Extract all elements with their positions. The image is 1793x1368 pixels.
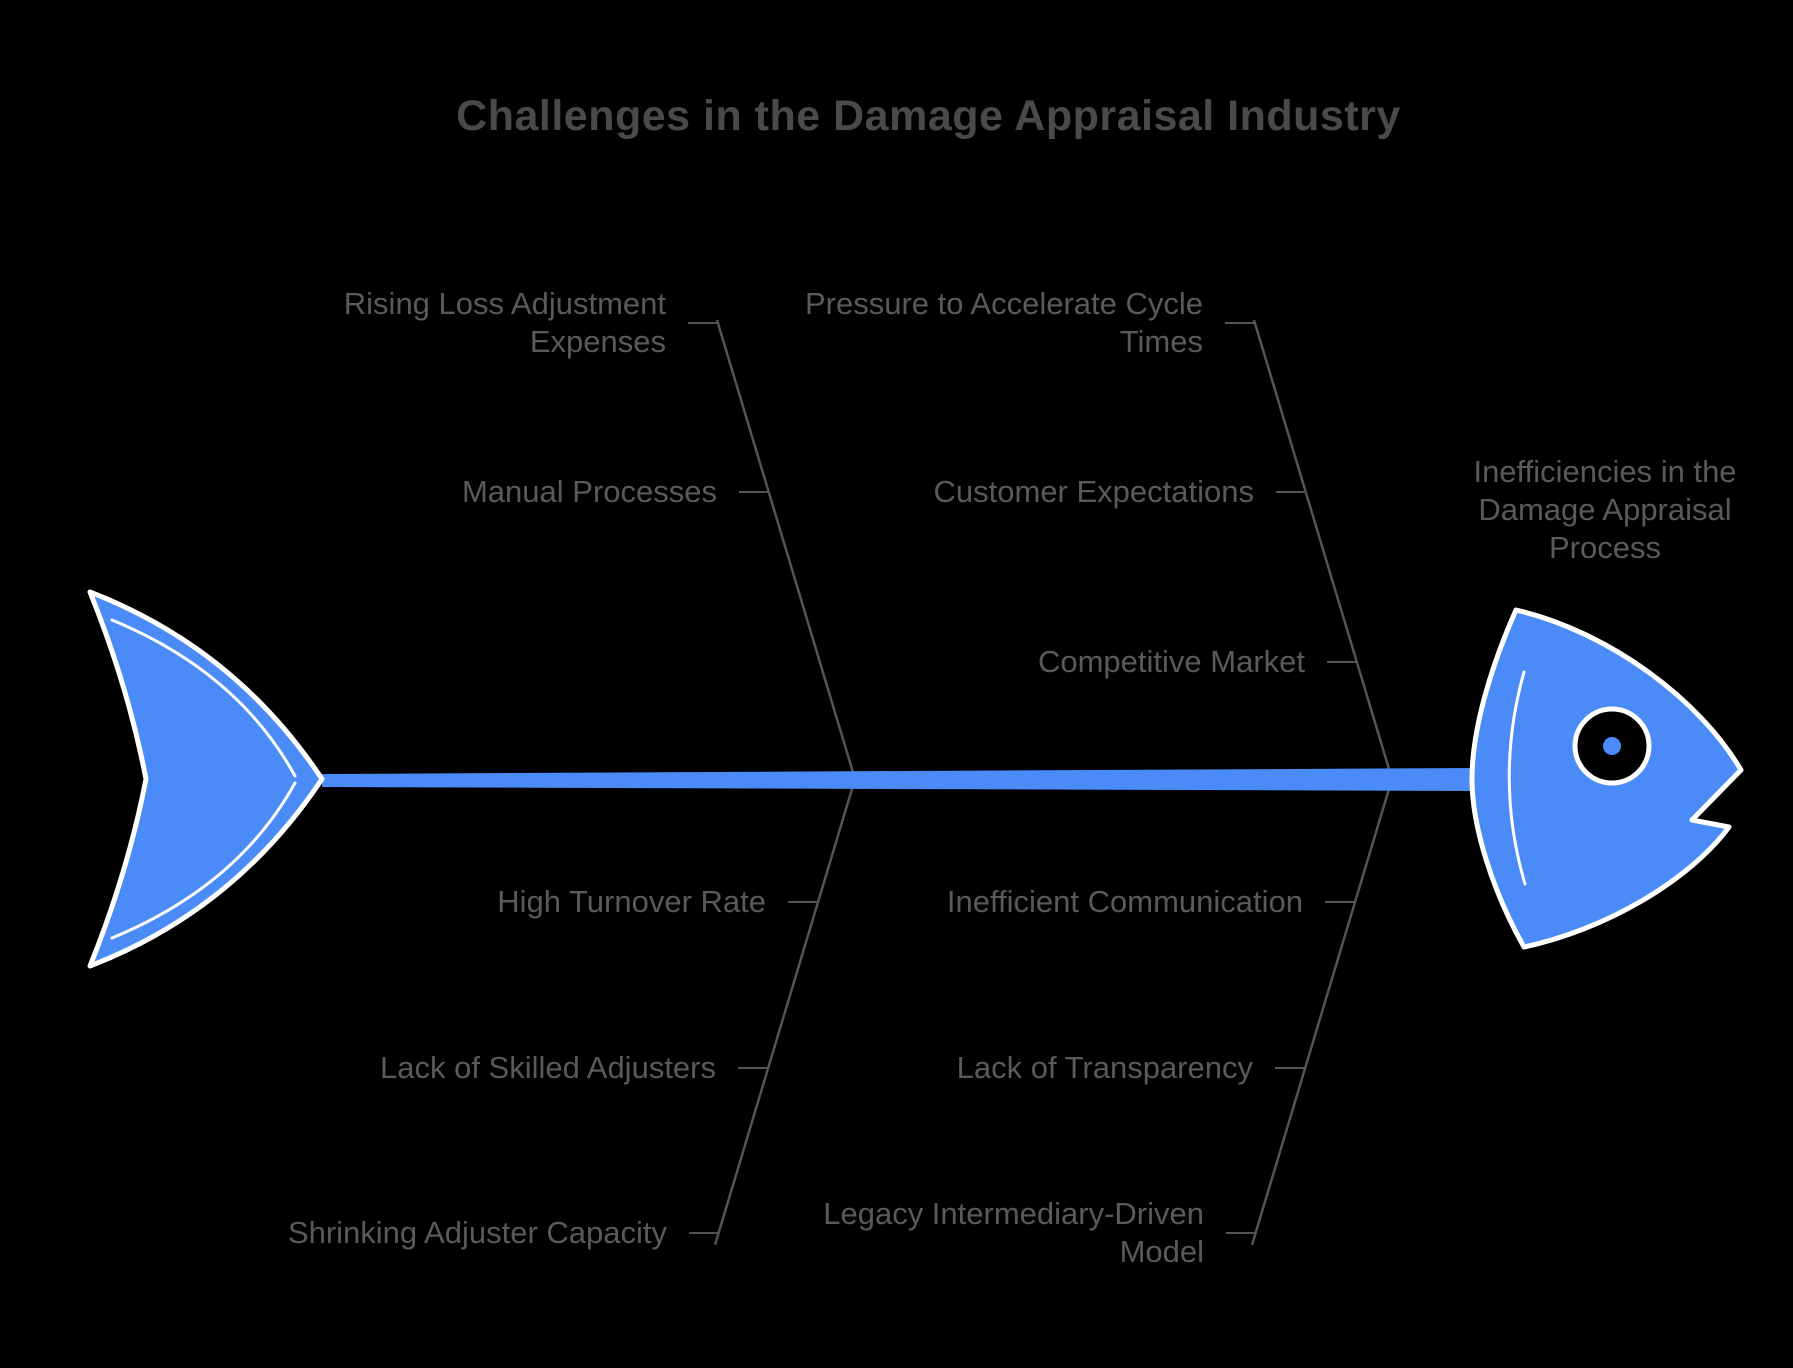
cause-manual-processes: Manual Processes bbox=[461, 474, 717, 509]
rib-bottom-left-line bbox=[713, 778, 857, 1246]
effect-label: Inefficiencies in the Damage Appraisal P… bbox=[1473, 454, 1737, 565]
fish-eye-pupil bbox=[1603, 737, 1621, 755]
rib-bottom-right-line bbox=[1250, 778, 1394, 1246]
page-title: Challenges in the Damage Appraisal Indus… bbox=[456, 92, 1401, 140]
fish-tail bbox=[87, 589, 325, 969]
cause-lack-of-transparency: Lack of Transparency bbox=[956, 1050, 1253, 1085]
cause-lack-of-skilled-adjusters: Lack of Skilled Adjusters bbox=[379, 1050, 716, 1085]
rib-top-right-line bbox=[1252, 319, 1394, 780]
cause-pressure-accelerate-cycle-times: Pressure to Accelerate Cycle Times bbox=[804, 286, 1203, 359]
cause-customer-expectations: Customer Expectations bbox=[933, 474, 1254, 509]
rib-top-left-line bbox=[715, 319, 857, 780]
fish-gill-line bbox=[1507, 670, 1527, 886]
cause-competitive-market: Competitive Market bbox=[1037, 644, 1305, 679]
cause-inefficient-communication: Inefficient Communication bbox=[946, 884, 1303, 919]
cause-rising-loss-adjustment-expenses: Rising Loss Adjustment Expenses bbox=[343, 286, 666, 359]
cause-shrinking-adjuster-capacity: Shrinking Adjuster Capacity bbox=[287, 1215, 667, 1250]
cause-high-turnover-rate: High Turnover Rate bbox=[497, 884, 766, 919]
cause-legacy-intermediary-driven-model: Legacy Intermediary-Driven Model bbox=[823, 1196, 1204, 1269]
fish-tail-detail-line bbox=[110, 618, 297, 940]
fish-spine bbox=[322, 768, 1481, 791]
